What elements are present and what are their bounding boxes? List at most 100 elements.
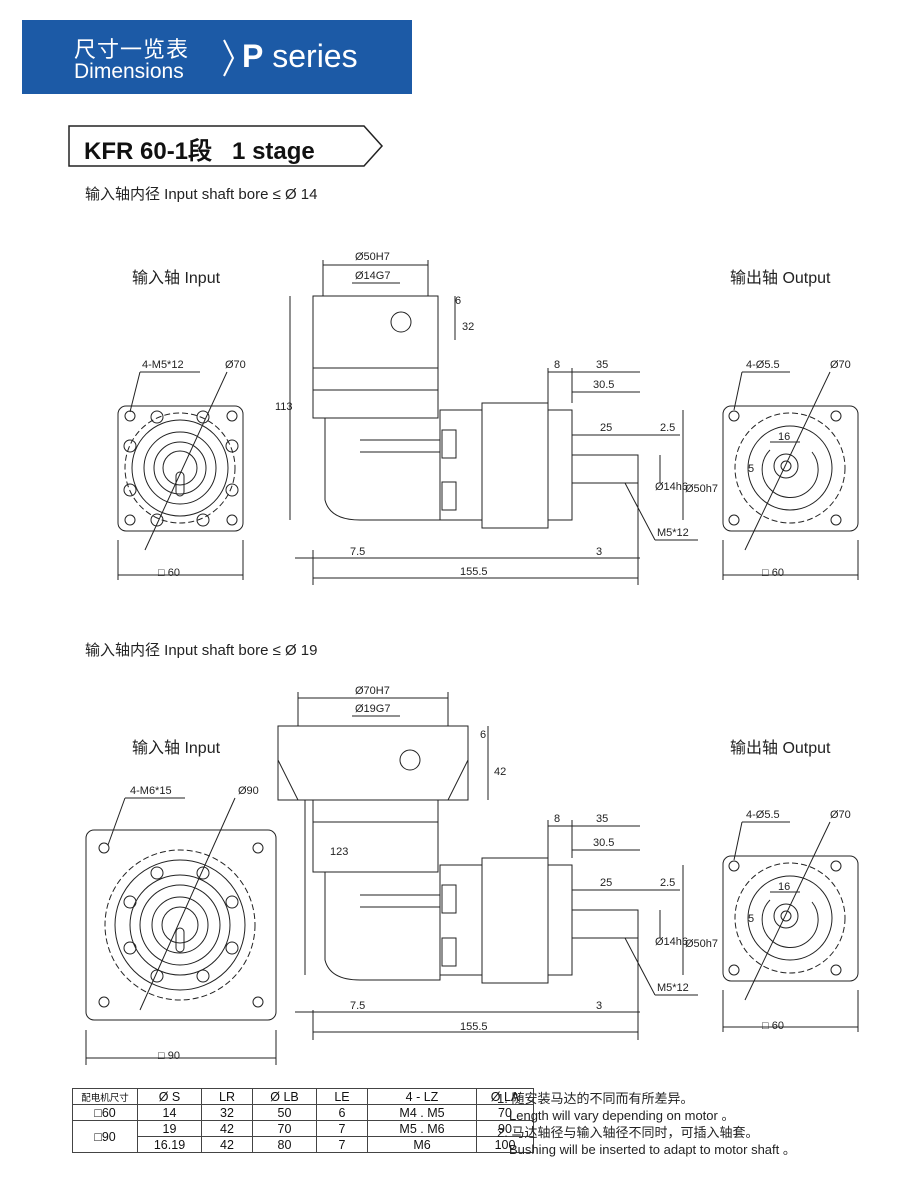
s2-d25b: 2.5 — [660, 877, 675, 889]
s2-d25: 25 — [600, 877, 612, 889]
banner-en-title: Dimensions — [74, 60, 184, 83]
model-stage: 1 stage — [232, 138, 315, 165]
model-tag-frame — [68, 125, 384, 167]
spec-table: 配电机尺寸 Ø S LR Ø LB LE 4 - LZ Ø LA □60 14 … — [72, 1088, 534, 1153]
banner-cn-title: 尺寸一览表 — [74, 37, 190, 62]
table-header: Ø LB — [252, 1088, 317, 1105]
s2-sq-out: □ 60 — [762, 1020, 784, 1032]
s2-bore-h7: Ø70H7 — [355, 685, 390, 697]
series-word: series — [272, 38, 358, 74]
note-2-cn: 2. 马达轴径与输入轴径不同时，可插入轴套。 — [497, 1125, 759, 1140]
input-housing — [312, 295, 439, 369]
table-cell: M4 . M5 — [367, 1104, 477, 1121]
table-header: Ø S — [137, 1088, 202, 1105]
s2-thread: M5*12 — [657, 982, 689, 994]
table-cell: 7 — [316, 1120, 368, 1137]
table-header: 4 - LZ — [367, 1088, 477, 1105]
s2-shaft: Ø14h6 — [655, 936, 688, 948]
s1-d25: 25 — [600, 422, 612, 434]
output-shaft-90 — [571, 909, 639, 939]
section1-output-label: 输出轴 Output — [730, 270, 831, 287]
table-header: LR — [201, 1088, 253, 1105]
table-cell: 16.19 — [137, 1136, 202, 1153]
note-1-cn: 1. 随安装马达的不同而有所差异。 — [497, 1091, 694, 1106]
model-title: KFR 60-1段 1 stage — [84, 131, 315, 166]
s2-dia-out: Ø70 — [830, 809, 851, 821]
table-cell: 42 — [201, 1136, 253, 1153]
table-cell: 32 — [201, 1104, 253, 1121]
s1-d16: 16 — [778, 431, 790, 443]
s2-len: 155.5 — [460, 1021, 488, 1033]
section1-subtitle: 输入轴内径 Input shaft bore ≤ Ø 14 — [85, 186, 318, 203]
table-header: 配电机尺寸 — [72, 1088, 138, 1105]
s1-dia-out: Ø70 — [830, 359, 851, 371]
input-flange-square — [117, 405, 244, 532]
s2-bolt-in: 4-M6*15 — [130, 785, 172, 797]
s1-d35: 35 — [596, 359, 608, 371]
s1-d25b: 2.5 — [660, 422, 675, 434]
table-cell: 14 — [137, 1104, 202, 1121]
table-header: Ø LA — [476, 1088, 534, 1105]
table-header: LE — [316, 1088, 368, 1105]
table-cell: 19 — [137, 1120, 202, 1137]
output-flange-square-2 — [722, 855, 859, 982]
output-flange-square — [722, 405, 859, 532]
s2-pilot: Ø50h7 — [685, 938, 718, 950]
banner-series: P series — [242, 38, 358, 75]
table-cell: 100 — [476, 1136, 534, 1153]
s2-d6: 6 — [480, 729, 486, 741]
table-cell: □90 — [72, 1120, 138, 1153]
model-tag: KFR 60-1段 1 stage — [68, 125, 384, 167]
output-shaft — [571, 454, 639, 484]
input-flange-square-90 — [85, 829, 277, 1021]
section2-output-label: 输出轴 Output — [730, 740, 831, 757]
s1-shaft: Ø14h6 — [655, 481, 688, 493]
s1-bore-g7: Ø14G7 — [355, 270, 390, 282]
s1-thread: M5*12 — [657, 527, 689, 539]
section1-drawing: 4-M5*12 Ø70 □ 60 Ø50H7 Ø14G7 6 32 113 8 … — [117, 251, 859, 585]
table-cell: 70 — [252, 1120, 317, 1137]
s2-d5: 5 — [748, 913, 754, 925]
table-row: 16.19 42 80 7 M6 100 — [73, 1136, 534, 1153]
s2-d35: 35 — [596, 813, 608, 825]
s1-d32: 32 — [462, 321, 474, 333]
section2-drawing: 4-M6*15 Ø90 □ 90 Ø70H7 Ø19G7 6 42 123 8 … — [85, 685, 859, 1065]
series-letter: P — [242, 38, 264, 74]
table-cell: 6 — [316, 1104, 368, 1121]
s1-d5: 5 — [748, 463, 754, 475]
section2-subtitle: 输入轴内径 Input shaft bore ≤ Ø 19 — [85, 642, 318, 659]
chevron-right-icon — [223, 39, 235, 77]
note-2-en: Bushing will be inserted to adapt to mot… — [509, 1142, 796, 1157]
s2-d305: 30.5 — [593, 837, 614, 849]
s1-len: 155.5 — [460, 566, 488, 578]
s1-d75: 7.5 — [350, 546, 365, 558]
notes: 1. 随安装马达的不同而有所差异。 Length will vary depen… — [497, 1090, 796, 1158]
s2-d42: 42 — [494, 766, 506, 778]
table-cell: 42 — [201, 1120, 253, 1137]
table-cell: M6 — [367, 1136, 477, 1153]
s2-bore-g7: Ø19G7 — [355, 703, 390, 715]
input-bolt-circle — [124, 412, 236, 524]
table-row: □60 14 32 50 6 M4 . M5 70 — [72, 1104, 534, 1121]
s2-dia-in: Ø90 — [238, 785, 259, 797]
s1-d113: 113 — [275, 401, 293, 413]
model-name: KFR 60-1段 — [84, 138, 213, 165]
table-cell: 50 — [252, 1104, 317, 1121]
s2-d16: 16 — [778, 881, 790, 893]
table-cell: 80 — [252, 1136, 317, 1153]
s2-bolt-out: 4-Ø5.5 — [746, 809, 780, 821]
s1-sq-in: □ 60 — [158, 567, 180, 579]
s1-d6: 6 — [455, 295, 461, 307]
s1-d3: 3 — [596, 546, 602, 558]
s1-sq-out: □ 60 — [762, 567, 784, 579]
section2-input-label: 输入轴 Input — [132, 740, 221, 757]
input-housing-90 — [277, 725, 469, 801]
header-banner: 尺寸一览表 Dimensions P series — [22, 20, 412, 94]
note-1-en: Length will vary depending on motor 。 — [509, 1108, 735, 1123]
table-cell: M5 . M6 — [367, 1120, 477, 1137]
s1-d305: 30.5 — [593, 379, 614, 391]
s2-d123: 123 — [330, 846, 348, 858]
s2-sq-in: □ 90 — [158, 1050, 180, 1062]
s1-pilot: Ø50h7 — [685, 483, 718, 495]
s2-d3: 3 — [596, 1000, 602, 1012]
